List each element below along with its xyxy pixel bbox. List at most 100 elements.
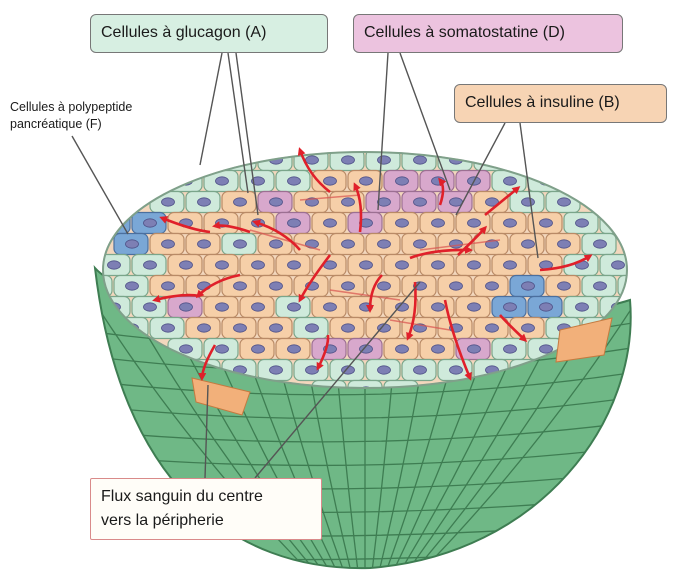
cell (294, 318, 328, 339)
cell (186, 234, 220, 255)
cell (510, 192, 544, 213)
cell (114, 234, 148, 255)
cell (150, 234, 184, 255)
cell (546, 234, 580, 255)
cell (186, 318, 220, 339)
cell (456, 213, 490, 234)
cell (492, 171, 526, 192)
cell (474, 234, 508, 255)
cell (348, 255, 382, 276)
cell (276, 171, 310, 192)
label-somatostatin-cells: Cellules à somatostatine (D) (353, 14, 623, 53)
cell (132, 255, 166, 276)
cell (294, 276, 328, 297)
label-pp-line1: Cellules à polypeptide (10, 99, 210, 116)
cell (240, 339, 274, 360)
cell (402, 318, 436, 339)
cell (168, 297, 202, 318)
cell (438, 276, 472, 297)
cell (456, 171, 490, 192)
cell (420, 255, 454, 276)
cell (474, 276, 508, 297)
cell (510, 276, 544, 297)
cell (168, 255, 202, 276)
cell (204, 255, 238, 276)
cell (474, 318, 508, 339)
cell (492, 297, 526, 318)
cell (384, 213, 418, 234)
cell (528, 171, 562, 192)
cell (546, 192, 580, 213)
cell (348, 339, 382, 360)
cell (348, 297, 382, 318)
cell (168, 171, 202, 192)
cell (402, 192, 436, 213)
cell (402, 360, 436, 381)
cell (204, 297, 238, 318)
cell (546, 276, 580, 297)
cell (582, 276, 616, 297)
label-glucagon-cells: Cellules à glucagon (A) (90, 14, 328, 53)
cell (276, 213, 310, 234)
cell (582, 234, 616, 255)
cell (600, 255, 634, 276)
cell (510, 318, 544, 339)
cell (348, 213, 382, 234)
cell (564, 297, 598, 318)
cell (384, 297, 418, 318)
cell (348, 171, 382, 192)
cell (366, 234, 400, 255)
label-flux-line1: Flux sanguin du centre (101, 485, 311, 509)
cell (258, 318, 292, 339)
cell (258, 276, 292, 297)
cell (330, 234, 364, 255)
cell (330, 360, 364, 381)
cell (528, 255, 562, 276)
cell (258, 360, 292, 381)
cell (420, 213, 454, 234)
cell (492, 213, 526, 234)
cell (186, 192, 220, 213)
cell (222, 318, 256, 339)
cell (222, 234, 256, 255)
cell (276, 297, 310, 318)
cell (456, 297, 490, 318)
leader-poly (72, 136, 128, 234)
cell (222, 192, 256, 213)
cell (294, 360, 328, 381)
cell (132, 213, 166, 234)
cell (330, 318, 364, 339)
cell (384, 171, 418, 192)
cell (150, 192, 184, 213)
cell (240, 255, 274, 276)
cell (528, 297, 562, 318)
cell (492, 339, 526, 360)
cell (96, 255, 130, 276)
cell (276, 339, 310, 360)
cell (366, 192, 400, 213)
cell (366, 360, 400, 381)
cell (186, 276, 220, 297)
label-insulin-cells: Cellules à insuline (B) (454, 84, 667, 123)
cell (618, 276, 652, 297)
label-pancreatic-polypeptide-cells: Cellules à polypeptide pancréatique (F) (10, 99, 210, 133)
cell (384, 339, 418, 360)
cell (150, 318, 184, 339)
cell (402, 276, 436, 297)
label-pp-line2: pancréatique (F) (10, 116, 210, 133)
cell (240, 297, 274, 318)
cell (258, 192, 292, 213)
cell (150, 276, 184, 297)
cell (114, 276, 148, 297)
cell (312, 297, 346, 318)
cell (312, 213, 346, 234)
cell (492, 255, 526, 276)
cell (294, 192, 328, 213)
cell (510, 234, 544, 255)
cell (420, 339, 454, 360)
cell (564, 213, 598, 234)
cell (204, 213, 238, 234)
cell (456, 255, 490, 276)
label-flux-line2: vers la péripherie (101, 509, 311, 533)
cell (276, 255, 310, 276)
